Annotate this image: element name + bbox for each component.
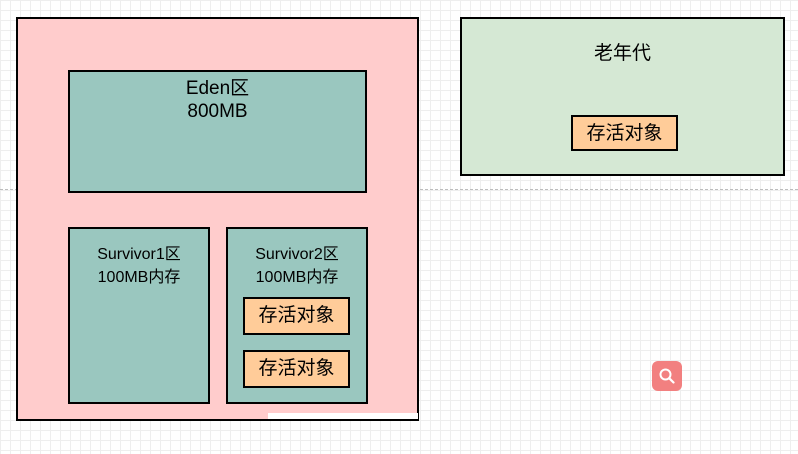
old-generation-live-object[interactable]: 存活对象 bbox=[571, 115, 678, 151]
search-button[interactable] bbox=[652, 361, 682, 391]
survivor2-live-object-1[interactable]: 存活对象 bbox=[243, 297, 350, 335]
search-icon bbox=[659, 368, 675, 384]
selection-strip bbox=[268, 413, 418, 419]
survivor2-live-object-2[interactable]: 存活对象 bbox=[243, 350, 350, 388]
old-generation-title: 老年代 bbox=[593, 43, 651, 64]
eden-size: 800MB bbox=[187, 101, 248, 122]
survivor2-size: 100MB内存 bbox=[255, 269, 339, 286]
survivor1-region[interactable]: Survivor1区 100MB内存 bbox=[68, 227, 210, 404]
survivor2-name: Survivor2区 bbox=[255, 246, 339, 263]
survivor1-size: 100MB内存 bbox=[97, 269, 181, 286]
eden-region[interactable]: Eden区 800MB bbox=[68, 70, 367, 193]
old-generation-box[interactable] bbox=[460, 17, 785, 176]
survivor1-name: Survivor1区 bbox=[97, 246, 181, 263]
eden-name: Eden区 bbox=[185, 78, 250, 99]
